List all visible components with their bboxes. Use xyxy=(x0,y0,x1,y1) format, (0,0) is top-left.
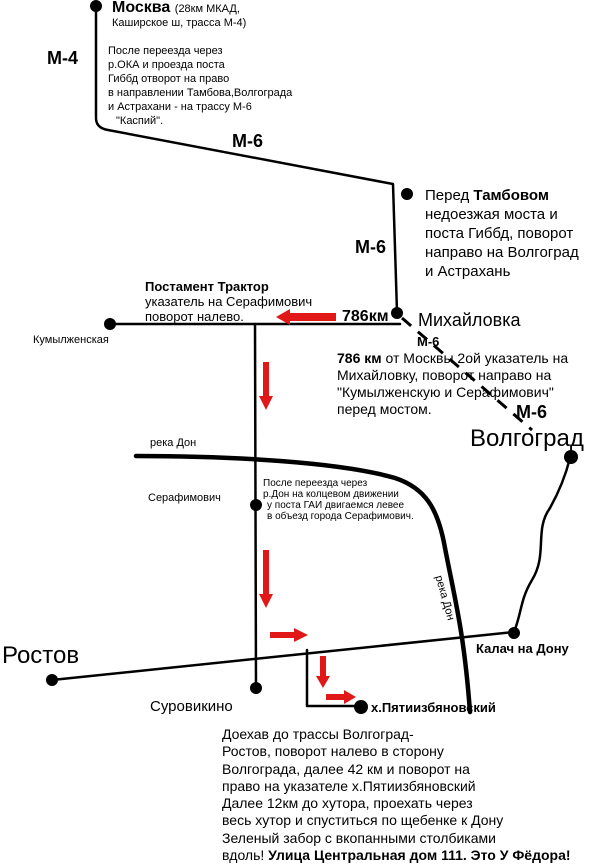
road-rostov-kalach xyxy=(50,630,516,682)
note-oka-line: в направлении Тамбова,Волгограда xyxy=(108,87,293,99)
note-tambov-city: Тамбовом xyxy=(473,187,549,204)
arrow-left-786km xyxy=(276,309,336,325)
note-mikhailovka-line: Михайловку, поворот направо на xyxy=(337,367,552,383)
note-oka: После переезда через р.ОКА и проезда пос… xyxy=(108,44,292,128)
note-mikhailovka-line: перед мостом. xyxy=(337,401,432,417)
note-mikhailovka-line: от Москвы 2ой указатель на xyxy=(381,350,569,366)
moscow-label: Москва (28км МКАД, xyxy=(112,0,240,17)
moscow-name: Москва xyxy=(112,0,171,16)
arrow-right-pyatiizbyanovsky xyxy=(326,690,356,704)
note-don-line: в объезд города Серафимович. xyxy=(267,511,414,522)
place-pyatiizbyanovsky: х.Пятиизбяновский xyxy=(371,700,496,715)
road-m6-volgograd-dashed xyxy=(401,316,533,432)
arrow-right-rostov-road xyxy=(270,628,308,642)
river-don xyxy=(133,453,473,715)
dot-pyatiizbyanovsky xyxy=(354,700,368,714)
arrow-down-turnoff xyxy=(316,656,330,688)
dot-surovikino xyxy=(250,682,262,694)
place-serafimovich: Серафимович xyxy=(148,492,221,504)
dot-kalach xyxy=(508,627,520,639)
note-mikhailovka-line: "Кумылженскую и Серафимович" xyxy=(337,384,554,400)
place-mikhailovka: Михайловка xyxy=(418,310,521,330)
dot-rostov xyxy=(46,674,58,686)
river-don-label-top: река Дон xyxy=(150,437,197,449)
note-final-line: весь хутор и спуститься по щебенке к Дон… xyxy=(222,812,504,829)
note-final-address: Улица Центральная дом 111. Это У Фёдора! xyxy=(268,847,571,864)
note-don-line: у поста ГАИ двигаемся левее xyxy=(267,500,405,511)
note-mikhailovka: 786 км от Москвы 2ой указатель на Михайл… xyxy=(337,350,568,418)
note-traktor: Постамент Трактор указатель на Серафимов… xyxy=(145,279,312,324)
place-kalach: Калач на Дону xyxy=(476,641,569,656)
note-final-line: Ростов, поворот налево в сторону xyxy=(222,743,444,760)
place-rostov: Ростов xyxy=(2,642,80,669)
note-tambov-line: и Астрахань xyxy=(425,263,511,280)
road-label-m4: M-4 xyxy=(47,48,78,68)
arrow-down-1 xyxy=(259,362,273,410)
note-oka-line: После переезда через xyxy=(108,45,223,57)
note-final-line: право на указателе х.Пятиизбяновский xyxy=(222,777,476,794)
road-label-m6-volgograd: M-6 xyxy=(516,402,547,422)
note-mikhailovka-km: 786 км xyxy=(337,350,382,366)
dot-serafimovich xyxy=(250,499,262,511)
note-traktor-line: указатель на Серафимович xyxy=(145,294,313,309)
dot-mikhailovka xyxy=(391,307,403,319)
note-don: После переезда через р.Дон на колцевом д… xyxy=(263,478,414,522)
note-oka-line: "Каспий". xyxy=(116,115,164,127)
note-don-line: р.Дон на колцевом движении xyxy=(263,489,399,500)
note-traktor-line: поворот налево. xyxy=(145,309,244,324)
place-kumylzhenskaya: Кумылженская xyxy=(33,334,109,346)
place-volgograd: Волгоград xyxy=(470,425,584,452)
note-final-line: Зеленый забор с вкопанными столбиками xyxy=(222,829,496,846)
moscow-detail-2: Каширское ш, трасса М-4) xyxy=(112,17,247,29)
note-oka-line: Гиббд отворот на право xyxy=(108,73,230,85)
dot-tambov xyxy=(401,188,413,200)
dot-volgograd xyxy=(564,450,578,464)
road-turnoff-pyatiizbyanovsky xyxy=(305,648,363,708)
note-don-line: После переезда через xyxy=(263,478,368,489)
note-final: Доехав до трассы Волгоград- Ростов, пово… xyxy=(222,726,571,864)
note-final-line: Далее 12км до хутора, проехать через xyxy=(222,795,473,812)
place-surovikino: Суровикино xyxy=(150,698,233,715)
road-kalach-volgograd xyxy=(512,456,572,634)
note-tambov: Перед Тамбовом недоезжая моста и поста Г… xyxy=(425,186,579,281)
note-final-line: Волгограда, далее 42 км и поворот на xyxy=(222,760,470,777)
note-final-line: вдоль! xyxy=(222,847,269,864)
road-label-m6-mid: M-6 xyxy=(355,237,386,257)
road-label-786km: 786км xyxy=(342,308,389,325)
note-tambov-line: поста Гиббд, поворот xyxy=(425,225,574,242)
arrow-down-2 xyxy=(259,550,273,608)
note-oka-line: и Астрахани - на трассу М-6 xyxy=(108,101,252,113)
note-tambov-line: недоезжая моста и xyxy=(425,206,558,223)
note-tambov-line: направо на Волгоград xyxy=(425,244,579,261)
road-m4-m6 xyxy=(94,4,399,314)
note-oka-line: р.ОКА и проезда поста xyxy=(108,59,225,71)
moscow-detail-1: (28км МКАД, xyxy=(174,3,240,15)
note-tambov-prefix: Перед xyxy=(425,187,474,204)
note-final-line: Доехав до трассы Волгоград- xyxy=(222,726,414,742)
dot-moscow xyxy=(90,0,102,12)
road-label-m6-top: M-6 xyxy=(232,131,263,151)
dot-kumylzhenskaya xyxy=(104,318,116,330)
road-label-m6-small: M-6 xyxy=(417,334,440,349)
note-traktor-title: Постамент Трактор xyxy=(145,279,269,294)
